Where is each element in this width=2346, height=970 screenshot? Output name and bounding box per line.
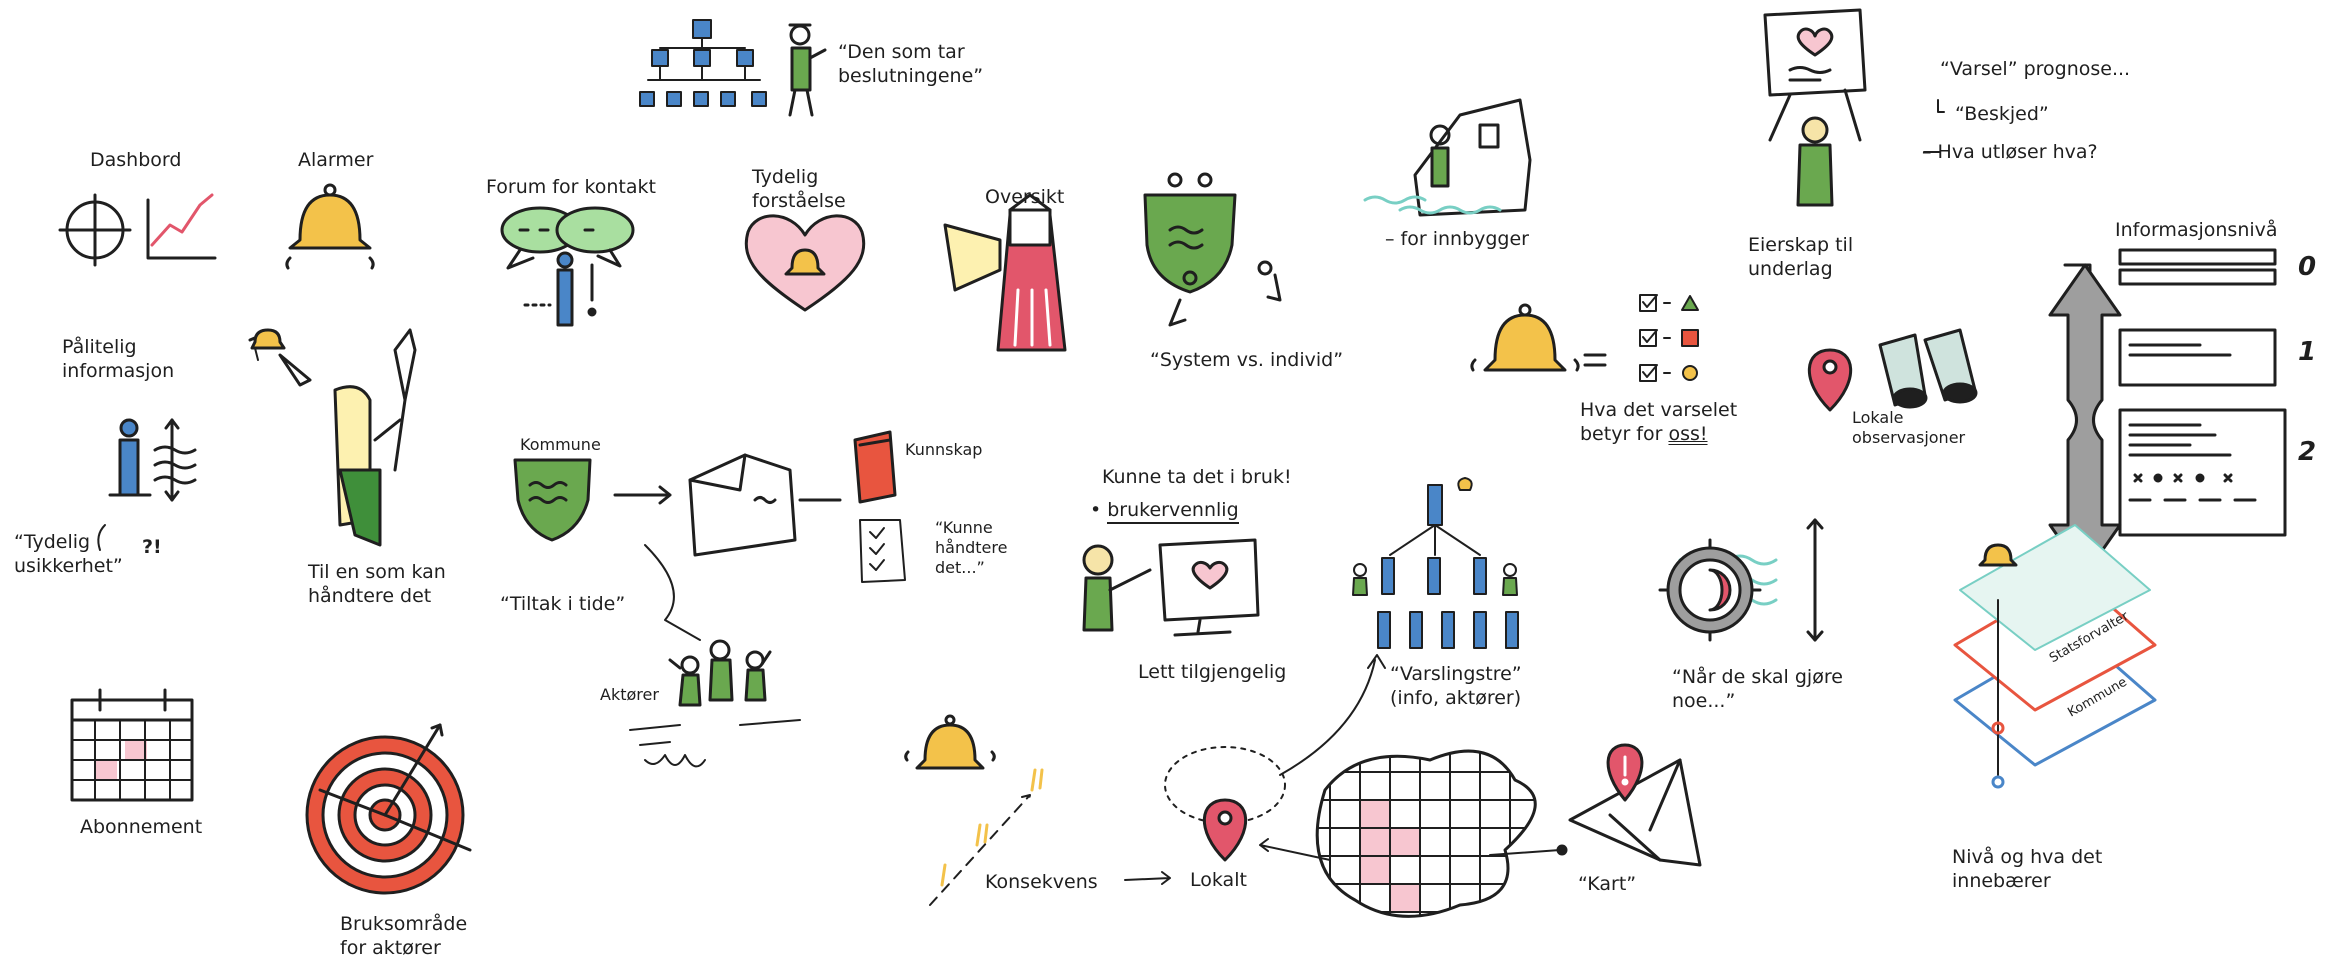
label-palitelig: Pålitelig informasjon — [62, 336, 175, 382]
dashboard-crosshair-icon — [58, 193, 132, 267]
trend-arrow — [929, 794, 1031, 906]
label-bruksomrade: Bruksområde for aktører — [340, 913, 468, 959]
decision-maker-figure-icon — [788, 23, 827, 117]
book-icon — [853, 430, 897, 504]
reliable-info-icon — [97, 418, 197, 551]
question-marks: ?! — [142, 536, 162, 558]
info-level-1-label: 1 — [2298, 337, 2317, 367]
label-dashbord: Dashbord — [90, 149, 182, 171]
label-til-en-som: Til en som kan håndtere det — [308, 561, 446, 607]
info-level-2-label: 2 — [2298, 437, 2317, 467]
label-beskjed: “Beskjed” — [1955, 103, 2049, 125]
handler-figure-icon — [248, 328, 417, 547]
hva-det-varselet-line2: betyr for — [1580, 423, 1669, 445]
gauge-icon — [1658, 518, 1824, 642]
label-for-innbygger: – for innbygger — [1385, 228, 1529, 250]
link-dot — [1556, 844, 1568, 856]
user-with-screen-icon — [1082, 538, 1260, 637]
bracket-mark — [1937, 99, 1945, 113]
consequence-bell-icon — [904, 714, 996, 770]
heart-bell-icon — [744, 214, 866, 312]
label-brukervennlig: • brukervennlig — [1090, 498, 1239, 524]
label-hva-utloser: – Hva utløser hva? — [1922, 141, 2098, 163]
label-lett-tilgjengelig: Lett tilgjengelig — [1138, 661, 1287, 683]
information-level-arrow-icon — [2048, 263, 2122, 577]
arrow-to-lokalt — [1124, 871, 1171, 885]
info-level-0-doc — [2118, 248, 2277, 286]
brukervennlig-text: brukervennlig — [1107, 499, 1239, 524]
line-chart-icon — [146, 193, 217, 260]
label-lokalt: Lokalt — [1190, 869, 1247, 891]
house-icon — [1363, 98, 1532, 217]
org-hierarchy-icon — [639, 19, 767, 107]
scribble-mark — [629, 719, 801, 746]
municipality-shield-icon — [513, 458, 592, 542]
exclamation-marks-icon — [940, 768, 1044, 887]
alert-tree-icon — [1352, 477, 1519, 649]
info-level-0-label: 0 — [2298, 252, 2317, 282]
local-pin-icon — [1164, 746, 1286, 862]
label-tydelig-forstaaelse: Tydelig forståelse — [752, 166, 846, 212]
arrow-to-actors — [644, 544, 701, 641]
label-informasjonsniva: Informasjonsnivå — [2115, 219, 2278, 241]
system-shield-icon — [1143, 172, 1282, 327]
arrow-to-alert-tree — [1279, 654, 1386, 776]
label-kunne-ta-i-bruk: Kunne ta det i bruk! — [1102, 466, 1292, 488]
link-map-to-kart — [1489, 849, 1561, 856]
info-level-1-doc — [2118, 328, 2277, 387]
label-forum: Forum for kontakt — [486, 176, 656, 198]
scribble-mark — [644, 754, 706, 768]
alarm-bell-icon — [285, 183, 375, 270]
link-map-to-lokalt — [1259, 838, 1331, 861]
label-kart: “Kart” — [1578, 873, 1637, 895]
checklist-icon — [859, 519, 906, 583]
label-varslingstre: “Varslingstre” (info, aktører) — [1390, 663, 1522, 709]
hva-det-varselet-line1: Hva det varselet — [1580, 399, 1738, 421]
map-grid-icon — [1315, 749, 1537, 918]
calendar-icon — [70, 688, 194, 802]
actors-group-icon — [668, 639, 772, 707]
label-varsel-prognose: “Varsel” prognose... — [1940, 58, 2131, 80]
building-icon — [688, 453, 797, 557]
label-aktorer: Aktører — [600, 685, 659, 704]
label-eierskap: Eierskap til underlag — [1748, 234, 1854, 280]
folded-map-icon — [1568, 743, 1702, 867]
info-level-2-doc — [2118, 408, 2287, 537]
chat-bubbles-icon — [500, 206, 635, 327]
layered-levels-icon — [1953, 524, 2157, 789]
label-abonnement: Abonnement — [80, 816, 203, 838]
lighthouse-icon — [943, 193, 1067, 352]
label-konsekvens: Konsekvens — [985, 871, 1098, 893]
label-kommune: Kommune — [520, 435, 601, 454]
label-nar-de-skal: “Når de skal gjøre noe...” — [1672, 666, 1843, 712]
label-kunnskap: Kunnskap — [905, 440, 983, 459]
label-oversikt: Oversikt — [985, 186, 1065, 208]
label-system-vs-individ: “System vs. individ” — [1150, 349, 1344, 371]
arrow-kommune-to-house — [613, 485, 672, 505]
oss-text: oss! — [1668, 423, 1708, 445]
label-alarmer: Alarmer — [298, 149, 374, 171]
target-icon — [305, 723, 472, 895]
label-niva-og-hva: Nivå og hva det innebærer — [1952, 846, 2103, 892]
label-kunne-handtere: “Kunne håndtere det...” — [935, 518, 1008, 577]
binoculars-icon — [1878, 328, 1978, 409]
severity-checklist-icon — [1639, 294, 1699, 382]
label-tiltak-i-tide: “Tiltak i tide” — [500, 593, 626, 615]
alert-bell-icon — [1470, 303, 1607, 372]
ownership-document-icon — [1763, 8, 1867, 207]
location-pin-icon — [1807, 348, 1853, 412]
label-tydelig-usikkerhet: “Tydelig usikkerhet” — [14, 531, 123, 577]
label-lokale-observasjoner: Lokale observasjoner — [1852, 408, 1966, 447]
label-den-som-tar: “Den som tar beslutningene” — [838, 41, 984, 87]
